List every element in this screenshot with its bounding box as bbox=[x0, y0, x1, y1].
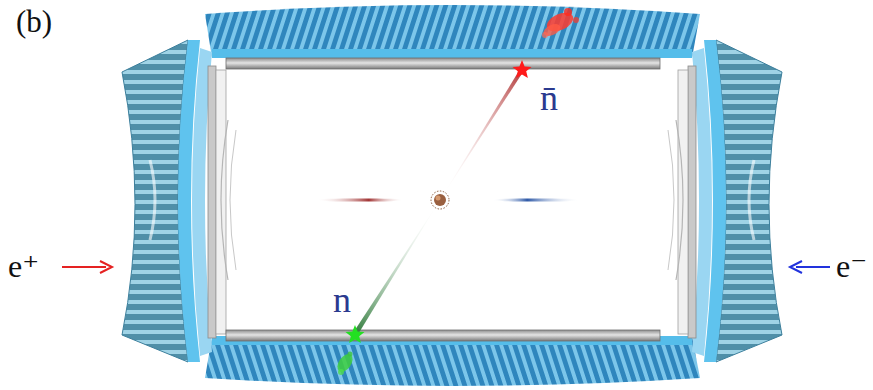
positron-arrow bbox=[62, 261, 112, 273]
barrel-bottom bbox=[205, 336, 700, 386]
muon-fins bbox=[205, 336, 700, 386]
electron-arrow bbox=[790, 261, 830, 273]
muon-fins bbox=[205, 5, 700, 58]
left-endcap bbox=[122, 40, 236, 362]
particle-label: n bbox=[333, 282, 351, 318]
barrel-top bbox=[205, 5, 700, 58]
barrel-rim bbox=[212, 49, 692, 58]
beam-label: e⁺ bbox=[8, 250, 39, 282]
beam-trace bbox=[492, 198, 580, 201]
antineutron-star bbox=[513, 60, 532, 78]
beam-label: e⁻ bbox=[836, 250, 867, 282]
panel-label: (b) bbox=[16, 6, 52, 37]
particle-label: n̄ bbox=[540, 80, 558, 116]
interaction-point bbox=[431, 191, 449, 209]
antineutron-shower bbox=[542, 8, 579, 38]
neutron-shower bbox=[334, 351, 355, 375]
calorimeter-bar bbox=[226, 330, 660, 341]
calorimeter-bar bbox=[226, 58, 660, 69]
beam-trace bbox=[316, 198, 404, 201]
neutron-track bbox=[353, 200, 440, 336]
neutron-star bbox=[346, 325, 365, 343]
right-endcap bbox=[668, 40, 782, 362]
antineutron-track bbox=[440, 69, 523, 200]
